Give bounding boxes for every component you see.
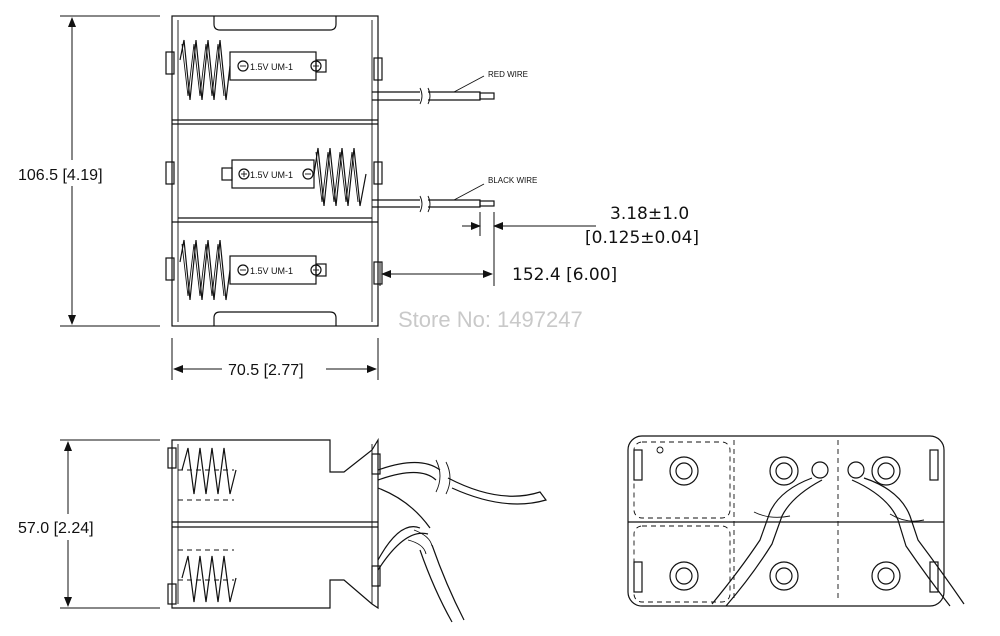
tolerance-mm: 3.18±1.0 — [610, 204, 689, 224]
store-watermark: Store No: 1497247 — [398, 307, 583, 332]
red-wire: RED WIRE — [372, 70, 528, 105]
red-wire-label: RED WIRE — [488, 70, 528, 79]
side-view: 57.0 [2.24] — [18, 437, 547, 623]
top-view: 1.5V UM-1 1.5V UM-1 1.5V UM-1 — [18, 15, 699, 380]
wire-length: 152.4 [6.00] — [512, 265, 617, 285]
battery-label-1: 1.5V UM-1 — [250, 62, 293, 72]
battery-bottom: 1.5V UM-1 — [179, 239, 327, 301]
battery-label-2: 1.5V UM-1 — [250, 170, 293, 180]
battery-label-3: 1.5V UM-1 — [250, 266, 293, 276]
height-top-label: 106.5 [4.19] — [18, 167, 103, 184]
bottom-view — [627, 435, 965, 607]
black-wire: BLACK WIRE — [372, 176, 537, 213]
width-label: 70.5 [2.77] — [228, 362, 304, 379]
battery-middle: 1.5V UM-1 — [221, 147, 367, 207]
height-side-label: 57.0 [2.24] — [18, 520, 94, 537]
tolerance-in: [0.125±0.04] — [585, 228, 699, 248]
black-wire-label: BLACK WIRE — [488, 176, 537, 185]
battery-top: 1.5V UM-1 — [179, 39, 327, 101]
